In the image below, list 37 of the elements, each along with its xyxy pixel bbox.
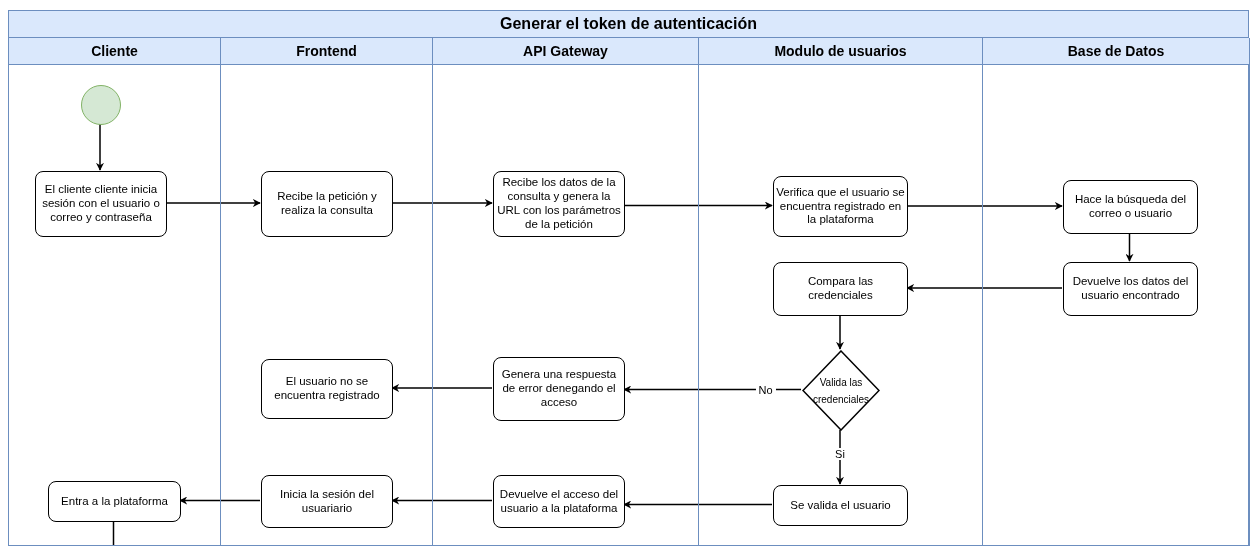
process-box: Hace la búsqueda del correo o usuario (1063, 180, 1198, 234)
lane-header: Frontend (221, 38, 432, 65)
process-box: El cliente cliente inicia sesión con el usuario o correo y contraseña (35, 171, 167, 237)
lane-header: Modulo de usuarios (699, 38, 982, 65)
process-box: El usuario no se encuentra registrado (261, 359, 393, 419)
arrow (165, 199, 261, 207)
process-box: Recibe los datos de la consulta y genera la URL con los parámetros de la petición (493, 171, 625, 237)
process-box: Inicia la sesión del usuariario (261, 475, 393, 528)
start-circle (81, 85, 121, 125)
process-box: Genera una respuesta de error denegando el acceso (493, 357, 625, 421)
pool-border (8, 10, 1249, 546)
process-box: Compara las credenciales (773, 262, 908, 316)
edge-label: No (755, 383, 776, 396)
process-box: Devuelve el acceso del usuario a la plataforma (493, 475, 625, 528)
process-box: Entra a la plataforma (48, 481, 181, 522)
edge-label: Si (832, 448, 848, 461)
arrow (391, 199, 493, 207)
arrow (96, 123, 104, 171)
arrow (906, 202, 1063, 210)
process-box: Se valida el usuario (773, 485, 908, 526)
lane-header: API Gateway (433, 38, 698, 65)
arrow (391, 384, 493, 392)
arrow (623, 500, 773, 509)
arrow (179, 496, 261, 505)
process-box: Devuelve los datos del usuario encontrado (1063, 262, 1198, 316)
process-box: Recibe la petición y realiza la consulta (261, 171, 393, 237)
arrow (1125, 232, 1134, 262)
arrow (906, 284, 1063, 292)
lane-header: Cliente (9, 38, 220, 65)
decision-diamond: Valida las credenciales (802, 350, 880, 431)
lane-header: Base de Datos (983, 38, 1249, 65)
arrow (623, 201, 773, 210)
arrow (836, 314, 844, 350)
arrow (623, 385, 802, 394)
arrow (391, 496, 493, 505)
pool-title: Generar el token de autenticación (9, 11, 1248, 38)
process-box: Verifica que el usuario se encuentra registrado en la plataforma (773, 176, 908, 237)
